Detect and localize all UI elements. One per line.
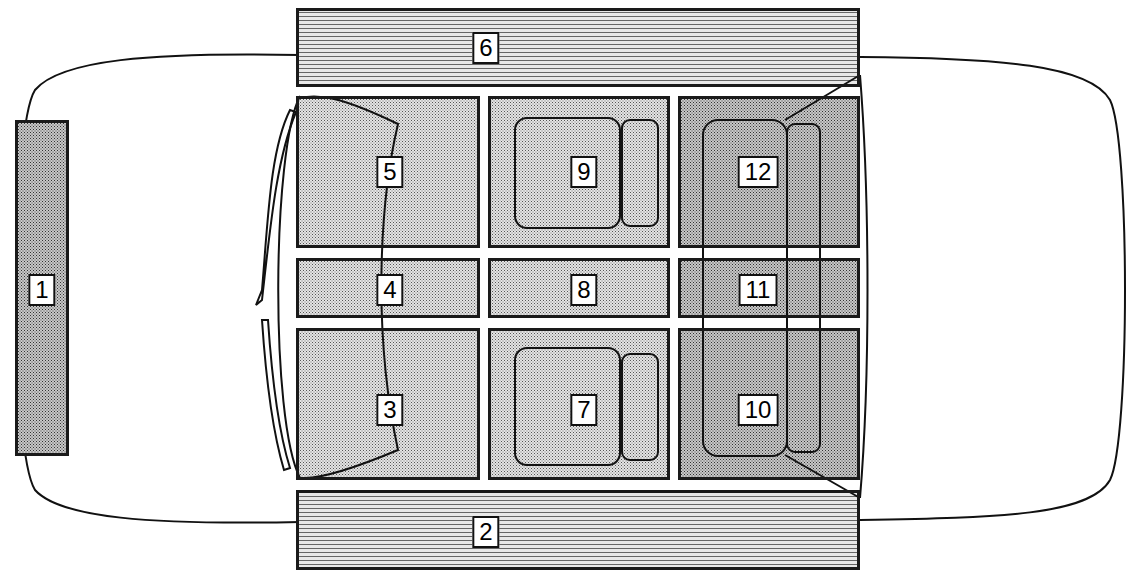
zone-area: 11 [678, 258, 860, 318]
callout-number: 2 [472, 516, 499, 548]
callout-number: 10 [738, 394, 779, 426]
zone-area: 9 [488, 96, 670, 248]
zone-area: 12 [678, 96, 860, 248]
callout-number: 1 [28, 274, 55, 306]
callout-number: 7 [570, 394, 597, 426]
zone-area: 6 [296, 8, 860, 87]
zone-area: 3 [296, 328, 480, 480]
callout-number: 3 [376, 394, 403, 426]
callout-number: 12 [738, 156, 779, 188]
zone-area: 8 [488, 258, 670, 318]
zone-fills [15, 8, 860, 570]
zone-area: 1 [15, 120, 69, 456]
zone-area: 2 [296, 490, 860, 570]
callout-number: 8 [570, 274, 597, 306]
car-body [16, 54, 1125, 522]
zone-area: 5 [296, 96, 480, 248]
callout-number: 4 [376, 274, 403, 306]
zone-area: 10 [678, 328, 860, 480]
callout-number: 9 [570, 156, 597, 188]
interior-outlines [256, 75, 868, 498]
callout-number: 6 [472, 32, 499, 64]
zone-area: 7 [488, 328, 670, 480]
callout-number: 5 [376, 156, 403, 188]
callout-number: 11 [739, 274, 778, 306]
zone-area: 4 [296, 258, 480, 318]
